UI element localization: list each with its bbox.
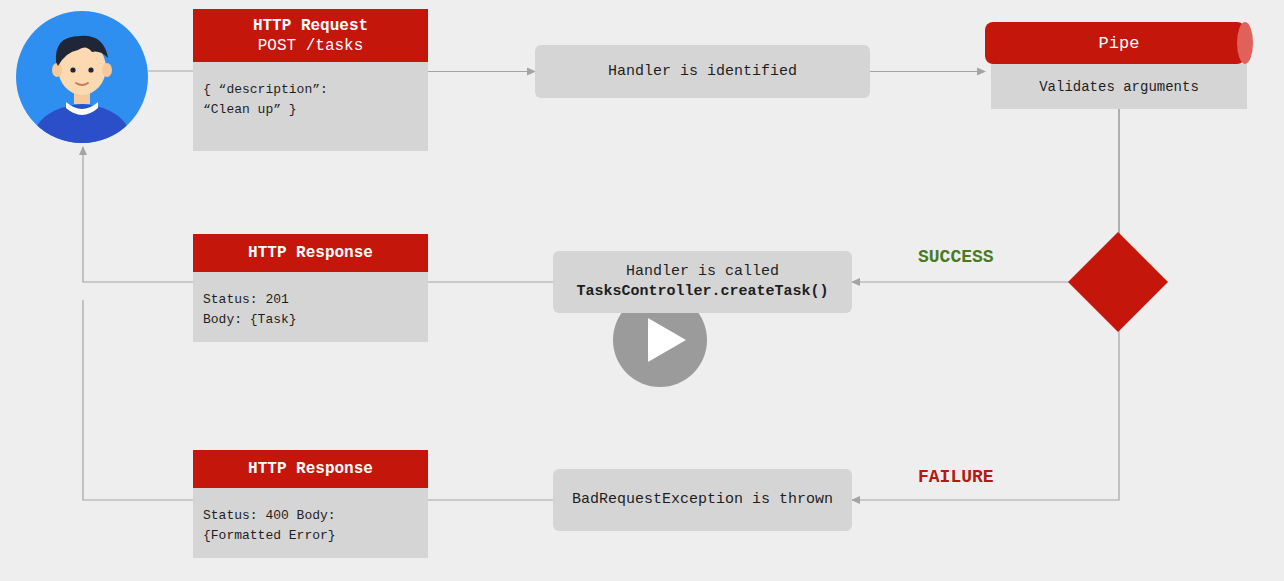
return-line: [83, 300, 193, 500]
card-text: Status: 201 Body: {Task}: [203, 290, 323, 330]
edge-label: FAILURE: [918, 467, 994, 487]
pipe-end: [1237, 22, 1253, 64]
card-header: HTTP Response: [193, 234, 428, 272]
message-card: HTTP RequestPOST /tasks { “description”: …: [193, 9, 428, 151]
process-box: Handler is calledTasksController.createT…: [553, 251, 852, 313]
box-text: Handler is called: [626, 262, 779, 282]
process-box: Handler is identified: [535, 45, 870, 98]
flow-connector: [428, 71, 535, 72]
card-title: HTTP Response: [248, 243, 373, 263]
card-header: HTTP Response: [193, 450, 428, 488]
card-text: Status: 400 Body: {Formatted Error}: [203, 506, 418, 546]
card-body: { “description”: “Clean up” }: [193, 62, 428, 151]
card-body: Status: 400 Body: {Formatted Error}: [193, 488, 428, 558]
flow-connector: [852, 109, 1119, 282]
process-box: BadRequestException is thrown: [553, 469, 852, 531]
flow-connector: [870, 71, 985, 72]
decision-diamond: [1068, 232, 1168, 332]
pipe-content: Validates arguments: [991, 64, 1247, 109]
message-card: HTTP ResponseStatus: 201 Body: {Task}: [193, 234, 428, 342]
pipe-tube: [985, 22, 1245, 64]
user-avatar: [16, 11, 148, 150]
edge-label: SUCCESS: [918, 247, 994, 267]
flow-connector: [852, 109, 1119, 500]
pipe-text: Validates arguments: [1039, 79, 1199, 95]
box-text: TasksController.createTask(): [576, 282, 828, 302]
avatar-request-line: [148, 70, 193, 71]
pipe-header: Pipe: [985, 22, 1253, 64]
card-title: POST /tasks: [258, 36, 364, 56]
pipe-body: [991, 64, 1247, 109]
pipe-title: Pipe: [1099, 34, 1140, 53]
card-header: HTTP RequestPOST /tasks: [193, 9, 428, 62]
card-title: HTTP Request: [253, 16, 368, 36]
message-card: HTTP ResponseStatus: 400 Body: {Formatte…: [193, 450, 428, 558]
box-text: Handler is identified: [608, 62, 797, 82]
card-title: HTTP Response: [248, 459, 373, 479]
pipe-box: PipeValidates arguments: [985, 22, 1253, 109]
flow-connector: [428, 281, 553, 282]
card-text: { “description”: “Clean up” }: [203, 80, 353, 120]
box-text: BadRequestException is thrown: [572, 490, 833, 510]
card-body: Status: 201 Body: {Task}: [193, 272, 428, 342]
return-line: [83, 147, 193, 282]
flow-connector: [428, 499, 553, 500]
